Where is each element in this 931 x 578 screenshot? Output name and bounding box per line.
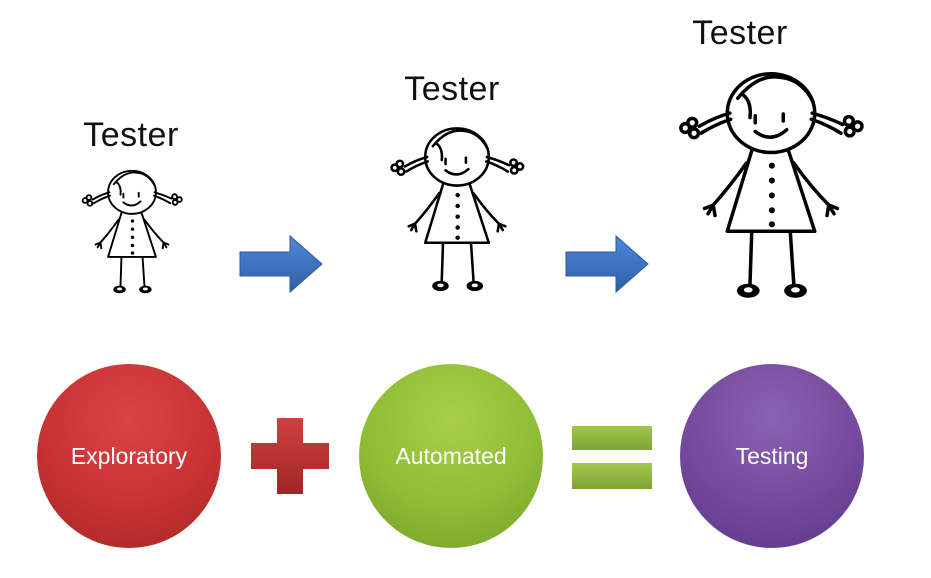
testing-circle: Testing — [680, 364, 864, 548]
automated-circle: Automated — [359, 364, 543, 548]
exploratory-circle: Exploratory — [37, 364, 221, 548]
tester-figure-large — [660, 65, 882, 310]
equals-icon — [572, 426, 652, 489]
exploratory-label: Exploratory — [70, 442, 188, 469]
plus-icon — [251, 418, 329, 494]
tester-figure-small — [81, 169, 183, 295]
stage-3-label: Tester — [692, 14, 788, 52]
stage-1-label: Tester — [83, 116, 179, 154]
automated-label: Automated — [395, 442, 507, 469]
testing-label: Testing — [735, 442, 809, 469]
arrow-right-icon — [239, 234, 323, 294]
stage-2-label: Tester — [404, 70, 500, 108]
arrow-right-icon — [565, 234, 649, 294]
tester-figure-medium — [389, 126, 525, 293]
